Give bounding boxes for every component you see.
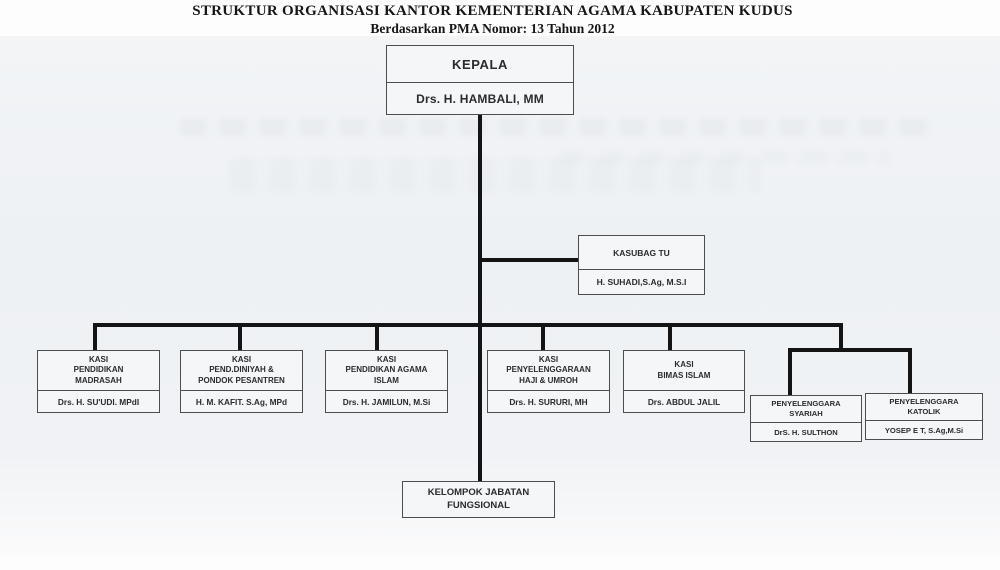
- haji-name: Drs. H. SURURI, MH: [488, 390, 609, 412]
- org-box-penyelenggara-katolik: PENYELENGGARA KATOLIK YOSEP E T, S.Ag,M.…: [865, 393, 983, 440]
- connector-right-horizontal: [788, 348, 912, 352]
- kepala-name: Drs. H. HAMBALI, MM: [387, 82, 573, 114]
- kelompok-title: KELOMPOK JABATAN FUNGSIONAL: [427, 486, 530, 511]
- connector-drop-pai: [375, 323, 379, 351]
- org-box-kelompok-jabatan-fungsional: KELOMPOK JABATAN FUNGSIONAL: [402, 481, 555, 518]
- madrasah-name: Drs. H. SU'UDI. MPdI: [38, 390, 159, 412]
- katolik-title: PENYELENGGARA KATOLIK: [889, 397, 959, 416]
- connector-trunk-vertical: [478, 114, 482, 481]
- scan-bleedthrough-artifact: [230, 158, 760, 192]
- syariah-name: DrS. H. SULTHON: [751, 422, 861, 441]
- org-box-kasi-pendidikan-madrasah: KASI PENDIDIKAN MADRASAH Drs. H. SU'UDI.…: [37, 350, 160, 413]
- org-box-kasi-haji-umroh: KASI PENYELENGGARAAN HAJI & UMROH Drs. H…: [487, 350, 610, 413]
- org-box-kepala: KEPALA Drs. H. HAMBALI, MM: [386, 45, 574, 115]
- madrasah-title: KASI PENDIDIKAN MADRASAH: [73, 354, 124, 385]
- title-line-2: Berdasarkan PMA Nomor: 13 Tahun 2012: [370, 21, 615, 36]
- connector-kasubag-branch: [480, 258, 578, 262]
- pai-name: Drs. H. JAMILUN, M.Si: [326, 390, 447, 412]
- katolik-name: YOSEP E T, S.Ag,M.Si: [866, 420, 982, 439]
- haji-title: KASI PENYELENGGARAAN HAJI & UMROH: [506, 354, 591, 385]
- connector-drop-katolik: [908, 348, 912, 394]
- connector-drop-syariah: [788, 348, 792, 396]
- org-box-penyelenggara-syariah: PENYELENGGARA SYARIAH DrS. H. SULTHON: [750, 395, 862, 442]
- bimas-title: KASI BIMAS ISLAM: [657, 359, 711, 380]
- org-box-kasi-bimas-islam: KASI BIMAS ISLAM Drs. ABDUL JALIL: [623, 350, 745, 413]
- kepala-title: KEPALA: [451, 56, 509, 72]
- connector-drop-haji: [541, 323, 545, 351]
- pai-title: KASI PENDIDIKAN AGAMA ISLAM: [345, 354, 428, 385]
- syariah-title: PENYELENGGARA SYARIAH: [771, 399, 841, 418]
- connector-drop-diniyah: [238, 323, 242, 351]
- connector-right-vertical: [839, 323, 843, 352]
- connector-drop-madrasah: [93, 323, 97, 351]
- connector-main-horizontal: [93, 323, 843, 327]
- title-line-1: STRUKTUR ORGANISASI KANTOR KEMENTERIAN A…: [192, 3, 793, 19]
- diniyah-name: H. M. KAFIT. S.Ag, MPd: [181, 390, 302, 412]
- document-title: STRUKTUR ORGANISASI KANTOR KEMENTERIAN A…: [0, 3, 985, 37]
- scan-bleedthrough-artifact: [560, 150, 890, 164]
- org-box-kasubag-tu: KASUBAG TU H. SUHADI,S.Ag, M.S.I: [578, 235, 705, 295]
- connector-drop-bimas: [668, 323, 672, 351]
- diniyah-title: KASI PEND.DINIYAH & PONDOK PESANTREN: [198, 354, 285, 385]
- scanned-paper-background: [0, 36, 1000, 556]
- bimas-name: Drs. ABDUL JALIL: [624, 390, 744, 412]
- kasubag-title: KASUBAG TU: [613, 247, 670, 258]
- kasubag-name: H. SUHADI,S.Ag, M.S.I: [579, 269, 704, 294]
- scan-bleedthrough-artifact: [180, 118, 940, 136]
- org-box-kasi-pendidikan-agama-islam: KASI PENDIDIKAN AGAMA ISLAM Drs. H. JAMI…: [325, 350, 448, 413]
- org-box-kasi-pend-diniyah: KASI PEND.DINIYAH & PONDOK PESANTREN H. …: [180, 350, 303, 413]
